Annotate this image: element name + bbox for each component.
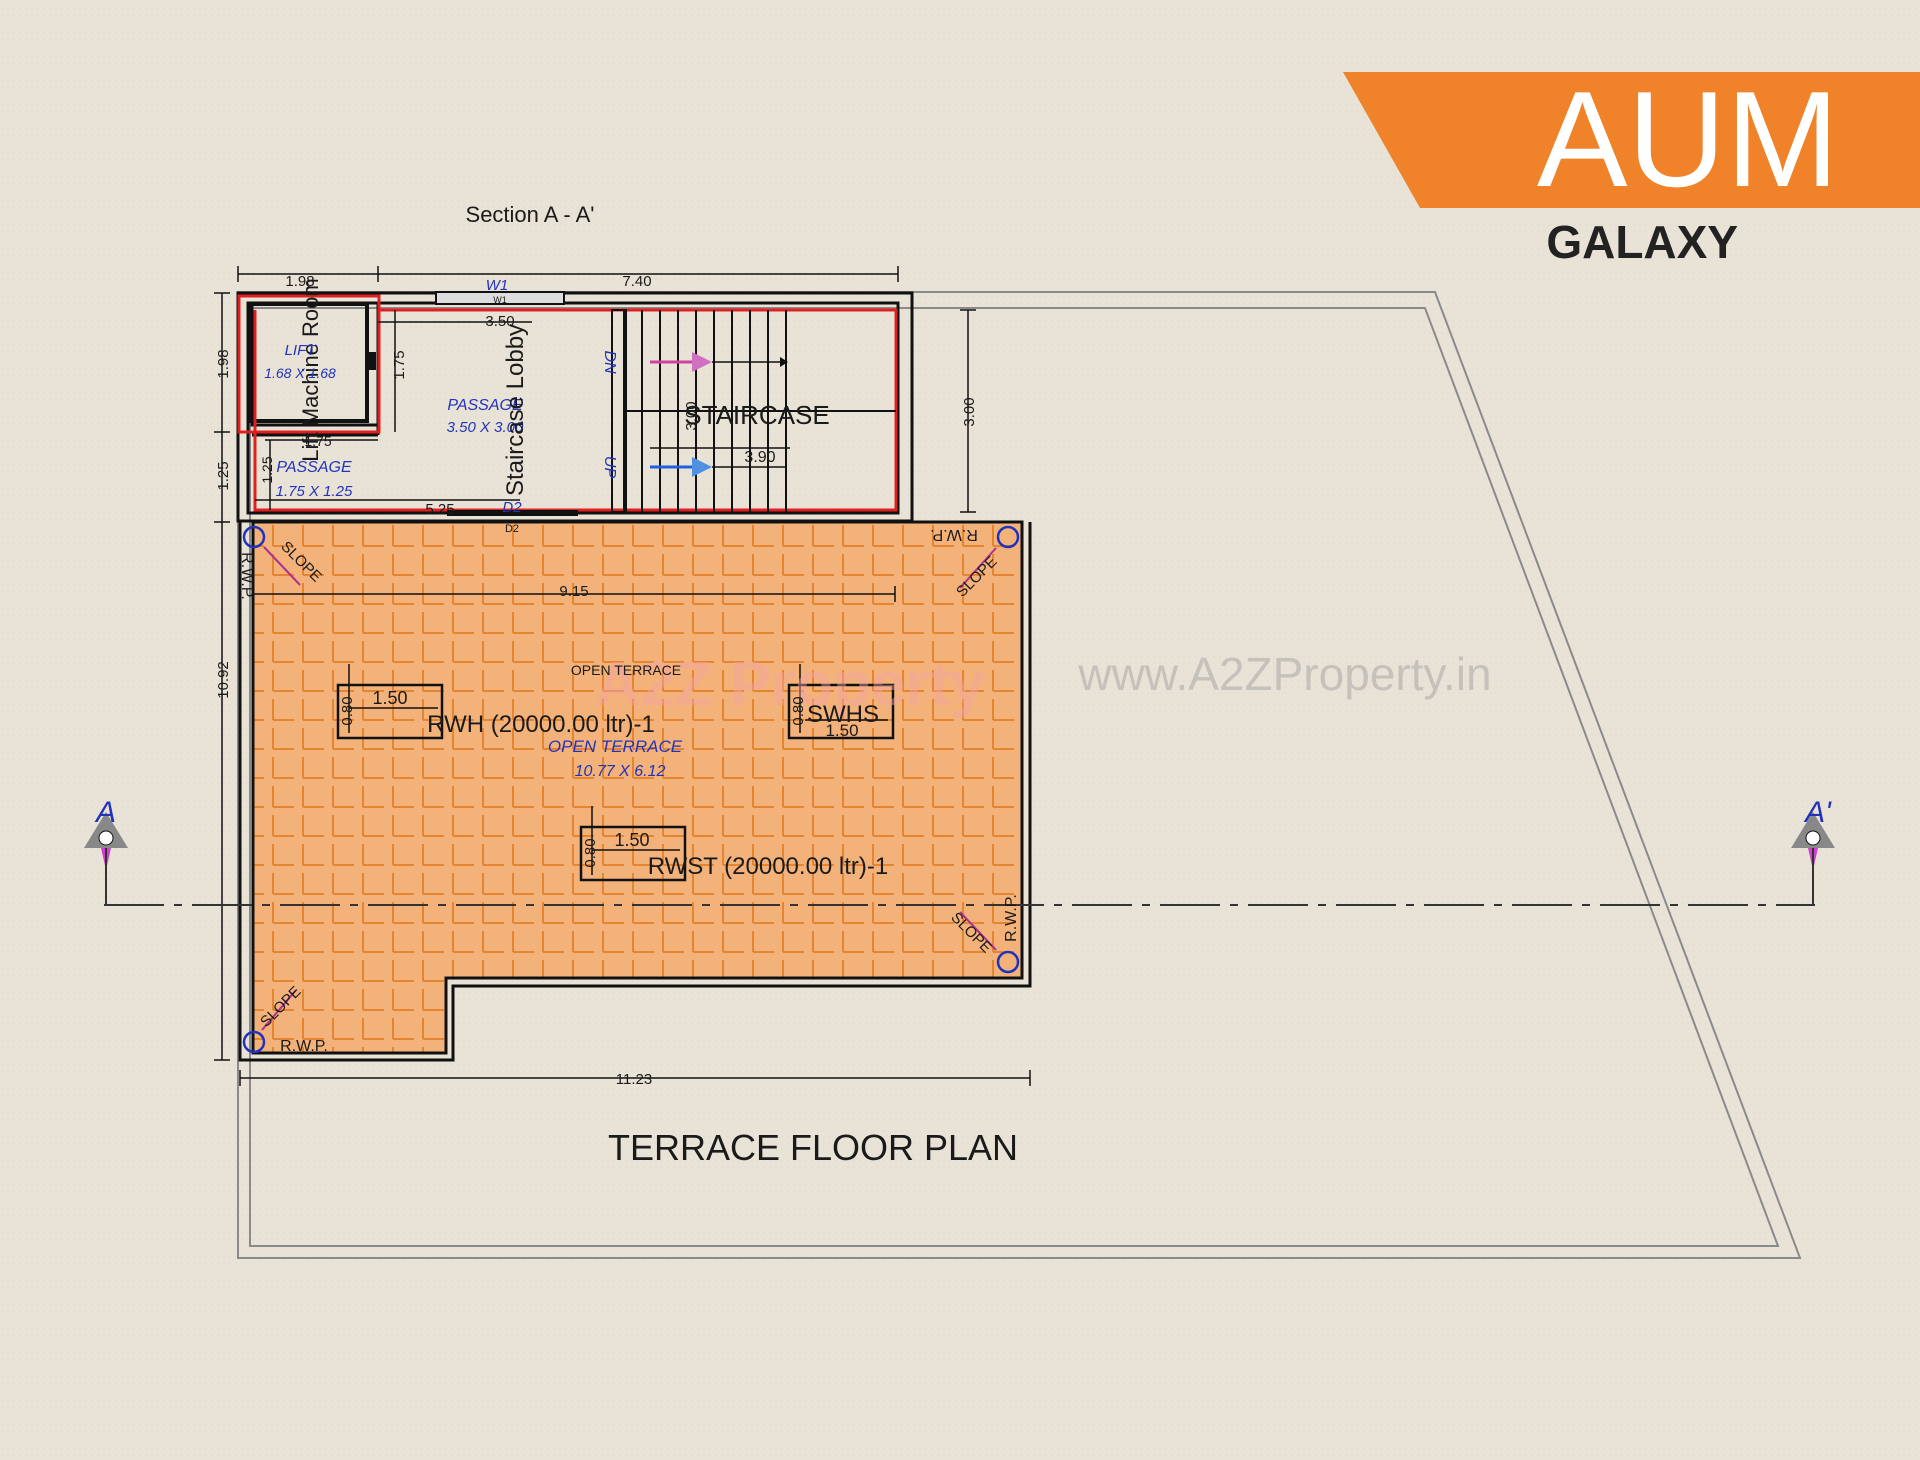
label-lift: LIFT (285, 342, 318, 359)
plot-boundary (237, 291, 1802, 1259)
watermark-logo: A2Z Property (595, 650, 985, 719)
dim-top-left: 1.98 (285, 273, 314, 290)
swhs-unit (787, 683, 895, 740)
label-rwp-bottom-right: R.W.P. (1003, 894, 1020, 942)
brand-subtitle: GALAXY (1546, 216, 1738, 268)
dim-swhs-width: 1.50 (825, 721, 858, 740)
rwp-pipes (242, 525, 1020, 1054)
label-d2-upper: D2 (502, 499, 522, 516)
staircase-treads (611, 309, 896, 513)
rwh-tank (336, 683, 444, 740)
section-marker-a (84, 812, 128, 905)
label-lift-machine-room: Lift Machine Room (298, 278, 323, 461)
dim-rwh-width: 1.50 (372, 688, 407, 708)
label-rwh: RWH (20000.00 ltr)-1 (427, 711, 655, 738)
label-passage-1-dimensions: 3.50 X 3.00 (447, 419, 524, 436)
brand-banner (1343, 72, 1920, 208)
dim-terrace-width: 9.15 (559, 583, 588, 600)
label-open-terrace-dimensions: 10.77 X 6.12 (575, 763, 666, 780)
dim-left-upper: 1.98 (215, 349, 232, 378)
section-marker-a-label: A (94, 796, 116, 829)
brand-logo: AUM GALAXY (1343, 63, 1920, 268)
dim-passage-height: 1.25 (259, 456, 275, 483)
label-dn: DN (601, 350, 618, 374)
rwst-tank (579, 825, 687, 882)
lift-door (366, 352, 376, 370)
dim-lobby-width: 3.50 (485, 313, 514, 330)
dim-stair-width: 3.90 (744, 449, 775, 466)
section-label: Section A - A' (466, 202, 595, 227)
section-marker-a-prime (1791, 812, 1835, 905)
label-staircase: STAIRCASE (684, 400, 829, 430)
dim-rwh-height: 0.80 (339, 696, 356, 725)
brand-name: AUM (1537, 63, 1839, 215)
label-staircase-lobby: Staircase Lobby (502, 324, 529, 496)
label-up: UP (601, 456, 618, 479)
label-w1-small: W1 (493, 295, 507, 305)
section-marker-a-prime-label: A' (1803, 796, 1832, 829)
label-open-terrace-small: OPEN TERRACE (571, 662, 681, 678)
dim-rwst-width: 1.50 (614, 830, 649, 850)
equipment-boxes (336, 683, 895, 882)
label-swhs: SWHS (807, 701, 879, 728)
label-passage-1: PASSAGE (447, 397, 523, 414)
label-w1: W1 (486, 277, 509, 294)
dim-left-total: 10.92 (215, 661, 232, 699)
dim-top-right: 7.40 (622, 273, 651, 290)
plan-title: TERRACE FLOOR PLAN (608, 1127, 1018, 1168)
label-rwp-top-left: R.W.P. (238, 552, 255, 600)
slope-marks (261, 546, 997, 1031)
label-passage-2: PASSAGE (276, 459, 352, 476)
dim-swhs-height: 0.80 (790, 696, 807, 725)
dim-rwst-height: 0.80 (582, 838, 599, 867)
dim-passage-width: 5.25 (425, 501, 454, 518)
window-w1 (435, 291, 565, 305)
label-lift-dimensions: 1.68 X 1.68 (264, 365, 336, 381)
dim-bottom-total: 11.23 (616, 1071, 652, 1088)
dim-right-stair: 3.00 (961, 397, 978, 426)
dim-stair-height: 3.00 (683, 401, 700, 430)
open-terrace-area (251, 520, 1024, 1055)
dim-left-mid: 1.25 (215, 461, 232, 490)
label-passage-2-dimensions: 1.75 X 1.25 (276, 483, 353, 500)
terrace-outer-wall (238, 522, 1032, 1062)
label-open-terrace: OPEN TERRACE (548, 737, 683, 756)
dim-lift-height: 1.75 (391, 350, 408, 379)
label-d2-lower: D2 (505, 523, 519, 535)
label-rwst: RWST (20000.00 ltr)-1 (648, 853, 889, 880)
dimension-lines (214, 266, 1031, 1086)
red-outline (237, 294, 898, 512)
watermark-url: www.A2ZProperty.in (1077, 648, 1491, 700)
stair-arrows (650, 352, 788, 477)
label-rwp-bottom-left: R.W.P. (280, 1038, 328, 1055)
equipment-dimension-ticks (348, 664, 888, 875)
dim-lift-width: 1.75 (304, 433, 331, 449)
label-rwp-top-right: R.W.P. (930, 526, 978, 543)
